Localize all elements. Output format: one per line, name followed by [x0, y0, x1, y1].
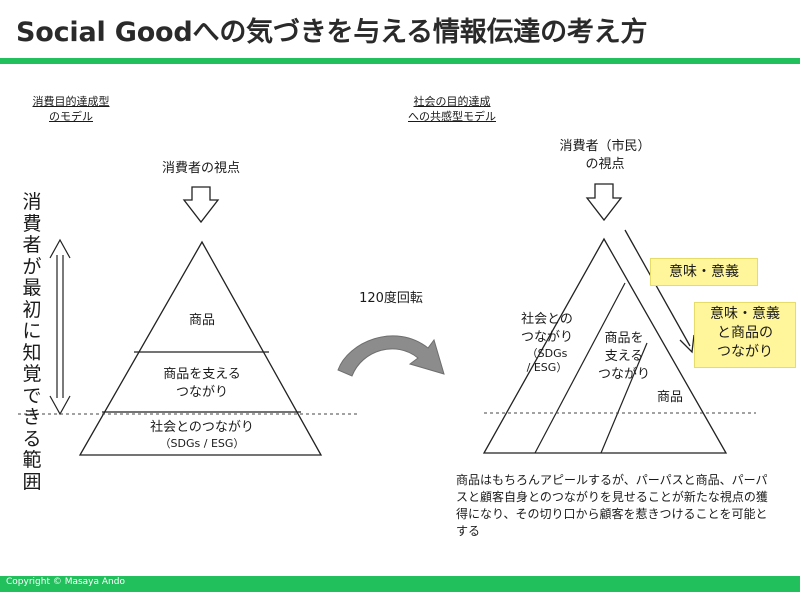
left-tier-social-line1: 社会とのつながり — [150, 420, 254, 435]
left-model-title-line2: のモデル — [49, 110, 93, 123]
left-tier-support-line2: つながり — [175, 385, 228, 400]
right-region-social-line1: 社会との — [521, 312, 573, 327]
page-title: Social Goodへの気づきを与える情報伝達の考え方 — [16, 17, 648, 48]
left-viewpoint-label: 消費者の視点 — [161, 161, 240, 176]
left-tier-social-line2: （SDGs / ESG） — [159, 437, 245, 450]
explanation-note: 商品はもちろんアピールするが、パーパスと商品、パーパスと顧客自身とのつながりを見… — [456, 473, 768, 538]
footer-bar — [0, 576, 800, 592]
highlight-box-meaning: 意味・意義 — [650, 258, 758, 286]
right-region-social: 社会との つながり （SDGs / ESG） — [506, 311, 588, 375]
left-pyramid — [78, 240, 323, 456]
right-model-title-line2: への共感型モデル — [408, 110, 496, 123]
highlight-box-line2: と商品の — [717, 325, 773, 341]
left-tier-product: 商品 — [188, 313, 215, 328]
left-viewpoint-arrow-icon — [182, 186, 220, 224]
right-viewpoint-line1: 消費者（市民） — [559, 139, 651, 154]
copyright-text: Copyright © Masaya Ando — [6, 577, 125, 587]
right-diagonal-arrow-icon — [624, 229, 695, 354]
right-region-support-line2: 支える — [604, 349, 644, 364]
rotation-label: 120度回転 — [359, 291, 423, 306]
title-divider — [0, 58, 800, 64]
left-tier-support: 商品を支える つながり — [140, 366, 264, 402]
left-tier-support-line1: 商品を支える — [163, 367, 241, 382]
right-region-social-line4: / ESG） — [526, 361, 568, 374]
right-model-title-line1: 社会の目的達成 — [413, 95, 491, 108]
highlight-box-line3: つながり — [717, 344, 773, 360]
right-region-support: 商品を 支える つながり — [584, 330, 664, 384]
right-region-social-line2: つながり — [520, 330, 573, 345]
perception-range-arrow-icon — [49, 238, 71, 416]
right-inner-triangle-left-edge — [534, 282, 626, 454]
perception-range-label: 消費者が最初に知覚できる範囲 — [22, 191, 42, 493]
right-viewpoint-line2: の視点 — [585, 157, 625, 172]
right-model-title: 社会の目的達成 への共感型モデル — [392, 94, 512, 124]
right-viewpoint-label: 消費者（市民） の視点 — [540, 138, 670, 174]
rotation-arrow-icon — [337, 335, 445, 377]
highlight-box-meaning-connection: 意味・意義 と商品の つながり — [694, 302, 796, 368]
right-region-social-line3: （SDGs — [526, 347, 568, 360]
left-model-title: 消費目的達成型 のモデル — [16, 94, 126, 124]
left-tier-social: 社会とのつながり （SDGs / ESG） — [122, 419, 282, 451]
right-region-support-line1: 商品を — [604, 331, 644, 346]
right-innermost-triangle-left-edge — [600, 342, 648, 454]
right-viewpoint-arrow-icon — [585, 183, 623, 222]
right-pyramid — [482, 237, 728, 454]
highlight-box-line1: 意味・意義 — [710, 306, 780, 322]
left-model-title-line1: 消費目的達成型 — [32, 95, 110, 108]
right-region-product: 商品 — [656, 390, 683, 405]
right-region-support-line3: つながり — [597, 367, 650, 382]
